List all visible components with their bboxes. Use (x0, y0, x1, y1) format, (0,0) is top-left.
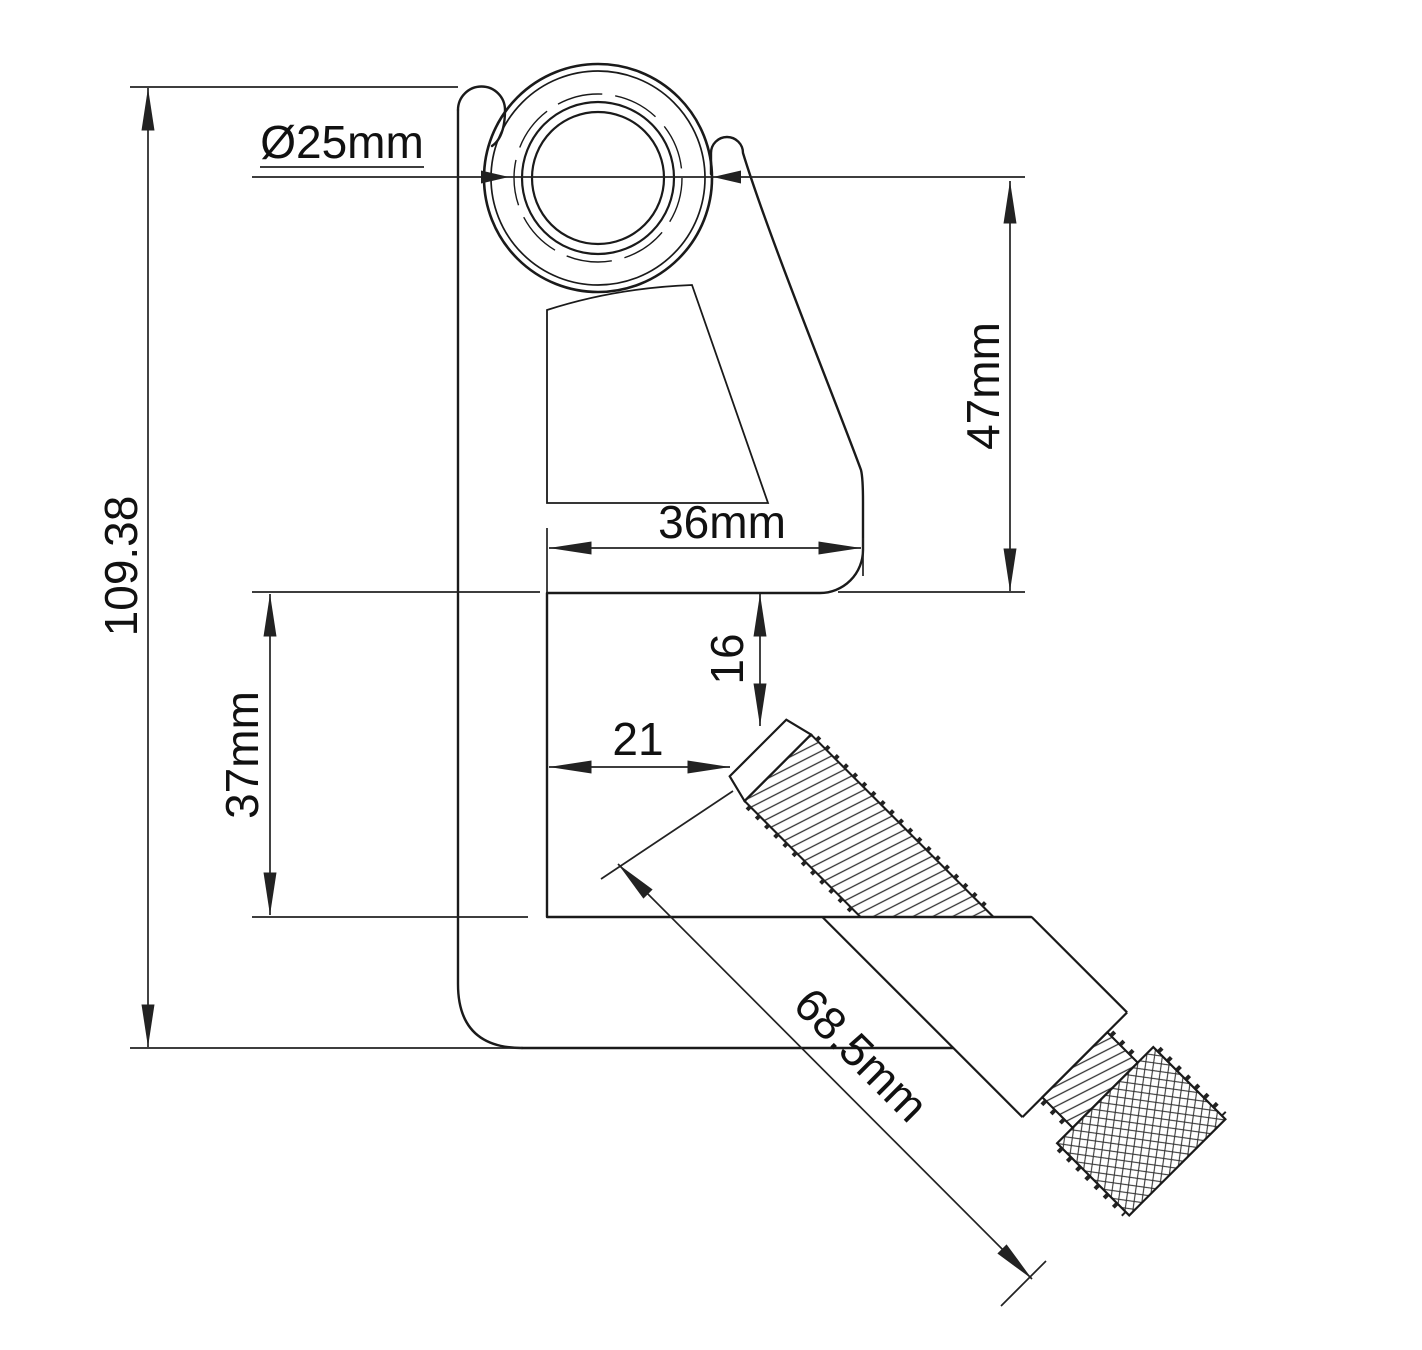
screw-knurl (1055, 1045, 1227, 1217)
screw-length-ext-end (1000, 1260, 1047, 1307)
dimension-overall-height: 109.38 (95, 86, 522, 1049)
dimension-jaw-depth: 36mm (546, 496, 864, 592)
knurl-serration-top (1157, 1046, 1227, 1117)
ring-inner-circle (530, 110, 666, 246)
screw-assembly (728, 718, 1227, 1217)
lower-gap-label: 37mm (216, 691, 268, 819)
throat-pocket (546, 284, 770, 504)
jaw-gap-label: 16 (701, 633, 753, 684)
dimension-diameter: Ø25mm (252, 116, 1025, 184)
jaw-depth-label: 36mm (658, 496, 786, 548)
arm-and-jaw-outline (545, 135, 1033, 919)
diameter-arrow-right (713, 170, 741, 184)
arm-height-label: 47mm (957, 322, 1009, 450)
dimension-jaw-gap: 16 (701, 594, 767, 726)
thread-serration-top (814, 735, 993, 914)
dimension-screw-offset: 21 (549, 713, 730, 774)
dimension-arm-height: 47mm (838, 181, 1025, 593)
spine-outline (456, 108, 524, 1050)
mounting-ring (482, 62, 714, 294)
knurl-serration-bottom (1056, 1147, 1127, 1217)
diameter-label: Ø25mm (260, 116, 424, 168)
overall-height-label: 109.38 (95, 496, 147, 637)
ring-outer-circle (482, 62, 714, 294)
screw-offset-label: 21 (612, 713, 663, 765)
diameter-arrow-left (481, 170, 509, 184)
screw-length-dim-line (617, 863, 1033, 1280)
left-finger (456, 85, 507, 148)
ring-bore-circle (520, 100, 676, 256)
ring-thread-circle (513, 93, 683, 263)
dimension-lower-gap: 37mm (216, 591, 540, 918)
